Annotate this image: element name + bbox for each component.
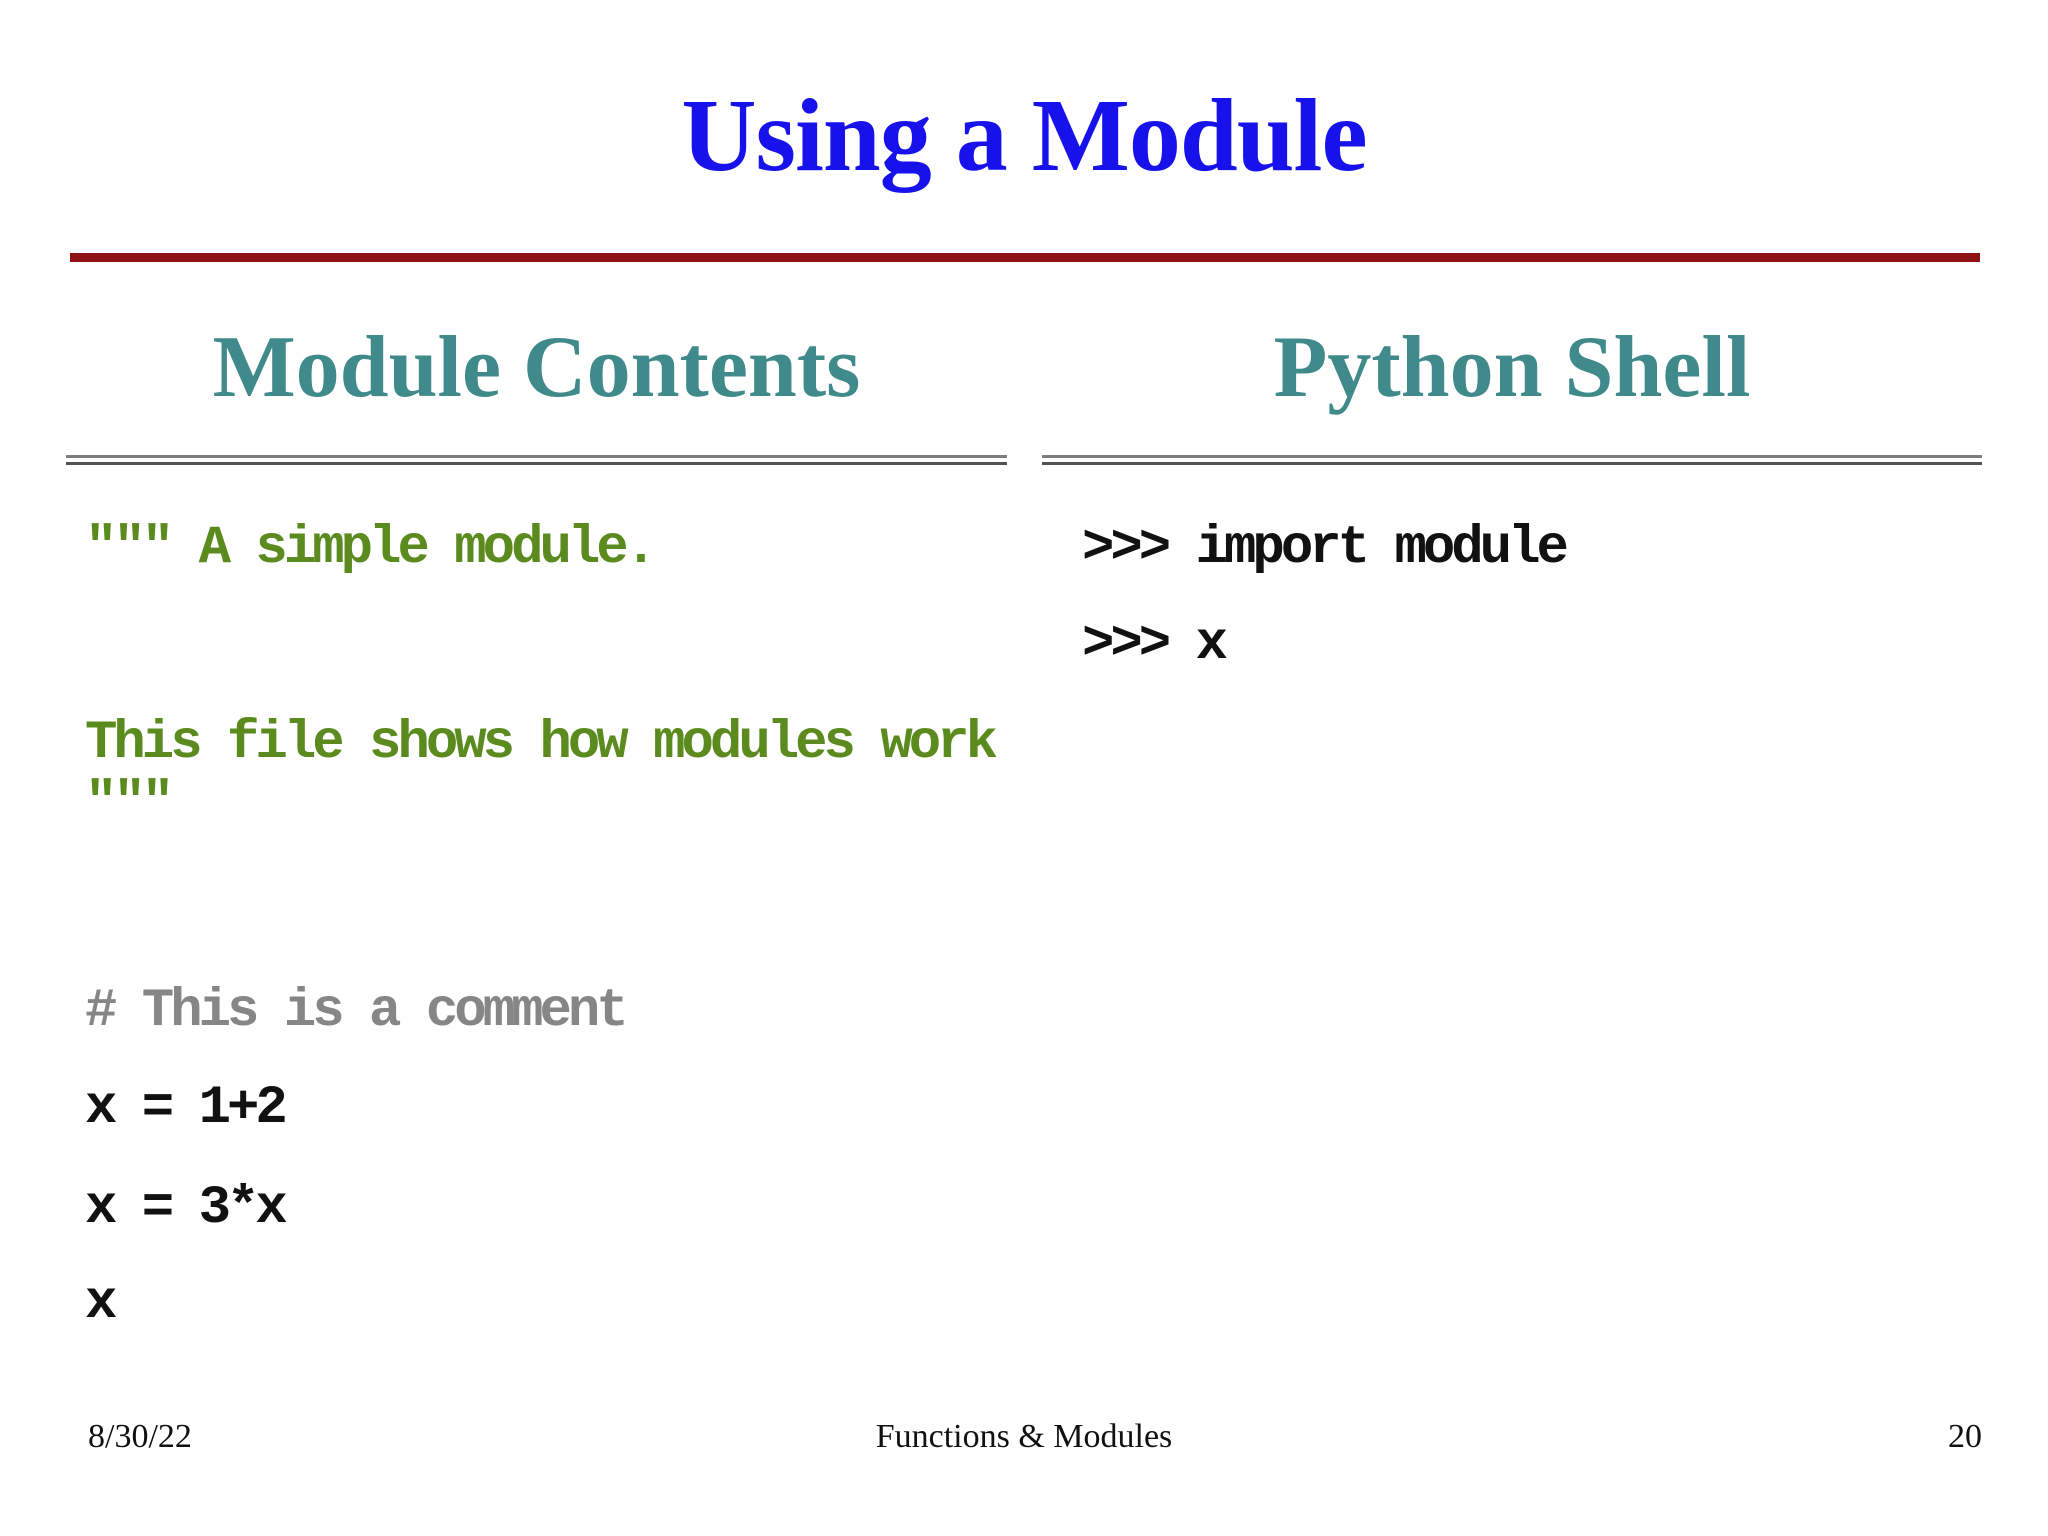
code-line-docstring-open: """ A simple module. xyxy=(85,518,657,579)
title-divider-rule xyxy=(70,253,1980,262)
slide-title: Using a Module xyxy=(681,78,1367,193)
footer-date: 8/30/22 xyxy=(88,1418,192,1455)
shell-line-x: >>> x xyxy=(1082,614,1228,675)
double-rule-left-top-bar xyxy=(66,455,1007,458)
double-rule-right-bottom-bar xyxy=(1042,462,1982,465)
footer-deck-title: Functions & Modules xyxy=(875,1418,1173,1455)
code-line-assignment-2: x = 3*x xyxy=(85,1178,288,1239)
shell-line-import: >>> import module xyxy=(1082,518,1569,579)
footer-page-number: 20 xyxy=(1948,1418,1982,1455)
double-rule-right-top-bar xyxy=(1042,455,1982,458)
column-header-python-shell: Python Shell xyxy=(1273,319,1751,416)
double-rule-left-bottom-bar xyxy=(66,462,1007,465)
code-line-docstring-close: """ xyxy=(85,773,174,834)
code-line-assignment-1: x = 1+2 xyxy=(85,1078,288,1139)
code-line-comment: # This is a comment xyxy=(85,981,629,1042)
double-rule-left xyxy=(66,455,1007,465)
double-rule-right xyxy=(1042,455,1982,465)
code-line-expression: x xyxy=(85,1273,117,1334)
column-header-module-contents: Module Contents xyxy=(212,319,861,416)
code-line-docstring-body: This file shows how modules work xyxy=(85,713,998,774)
